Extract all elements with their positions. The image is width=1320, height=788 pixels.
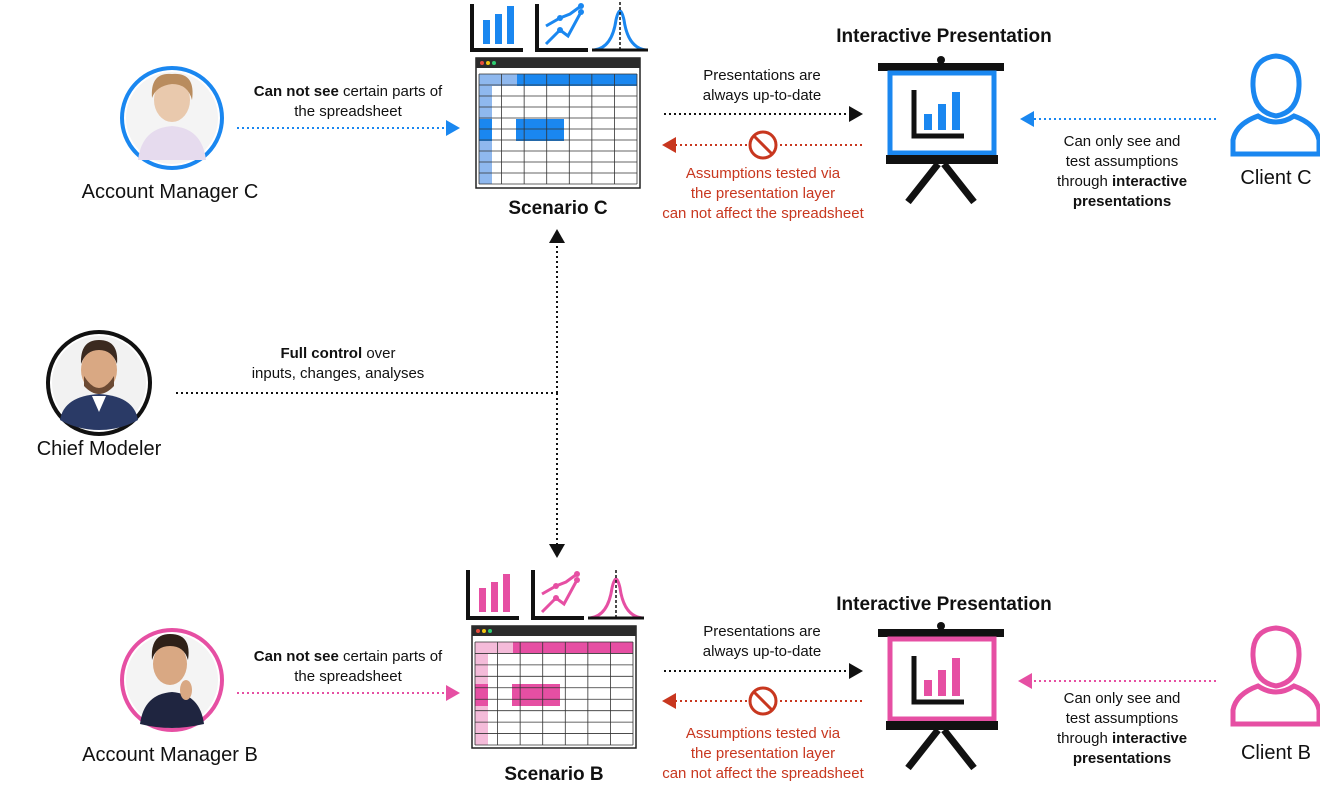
client-b-line3b: interactive	[1112, 730, 1188, 747]
uptodate-c-line1: Presentations are	[703, 67, 821, 84]
access-note-c-rest: certain parts of	[342, 83, 443, 100]
access-note-c-line2: the spreadsheet	[294, 103, 402, 120]
chief-control-line2: inputs, changes, analyses	[251, 365, 425, 382]
chief-control-note: Full control over inputs, changes, analy…	[228, 344, 448, 384]
line-chart-icon	[535, 3, 588, 52]
assume-b-line2: the presentation layer	[690, 745, 836, 762]
bell-curve-icon	[588, 570, 644, 620]
client-c-line2: test assumptions	[1065, 153, 1179, 170]
assumption-note-b: Assumptions tested via the presentation …	[640, 724, 886, 784]
client-c-line3a: through	[1056, 173, 1108, 190]
bar-chart-icon	[470, 4, 523, 52]
bar-chart-icon	[466, 570, 519, 620]
client-c-note: Can only see and test assumptions throug…	[1030, 132, 1214, 212]
presentation-board-icon	[878, 56, 1004, 205]
chief-control-bold: Full control	[280, 345, 363, 362]
client-b-label: Client B	[1240, 742, 1312, 764]
presentation-b-title: Interactive Presentation	[836, 594, 1052, 615]
no-entry-icon	[748, 130, 778, 160]
bell-curve-icon	[592, 2, 648, 52]
no-entry-icon	[748, 686, 778, 716]
assume-c-line3: can not affect the spreadsheet	[662, 205, 864, 222]
line-chart-icon	[531, 570, 584, 620]
client-c-line1: Can only see and	[1063, 133, 1181, 150]
assumption-note-c: Assumptions tested via the presentation …	[640, 164, 886, 224]
chief-modeler-label: Chief Modeler	[36, 438, 162, 460]
assume-c-line1: Assumptions tested via	[685, 165, 841, 182]
account-manager-b-label: Account Manager B	[82, 744, 258, 766]
client-b-line3a: through	[1056, 730, 1108, 747]
avatar-account-manager-b	[120, 628, 224, 732]
presentation-c-title: Interactive Presentation	[836, 26, 1052, 47]
client-c-label: Client C	[1240, 167, 1312, 189]
user-outline-icon	[1230, 625, 1320, 727]
access-note-b: Can not see certain parts of the spreads…	[236, 647, 460, 687]
client-b-line2: test assumptions	[1065, 710, 1179, 727]
uptodate-c-line2: always up-to-date	[702, 87, 822, 104]
access-note-c-bold: Can not see	[253, 83, 339, 100]
avatar-chief-modeler	[46, 330, 152, 436]
access-note-b-line2: the spreadsheet	[294, 668, 402, 685]
user-outline-icon	[1230, 53, 1320, 157]
client-b-line4: presentations	[1072, 750, 1172, 767]
scenario-c-label: Scenario C	[508, 198, 608, 219]
client-c-line4: presentations	[1072, 193, 1172, 210]
uptodate-note-b: Presentations are always up-to-date	[662, 622, 862, 662]
client-b-note: Can only see and test assumptions throug…	[1030, 689, 1214, 769]
presentation-board-icon	[878, 622, 1004, 771]
client-c-line3b: interactive	[1112, 173, 1188, 190]
assume-b-line1: Assumptions tested via	[685, 725, 841, 742]
spreadsheet-icon	[471, 625, 637, 749]
chief-control-rest: over	[366, 345, 396, 362]
uptodate-b-line1: Presentations are	[703, 623, 821, 640]
client-b-line1: Can only see and	[1063, 690, 1181, 707]
assume-b-line3: can not affect the spreadsheet	[662, 765, 864, 782]
uptodate-note-c: Presentations are always up-to-date	[662, 66, 862, 106]
uptodate-b-line2: always up-to-date	[702, 643, 822, 660]
spreadsheet-icon	[475, 57, 641, 189]
account-manager-c-label: Account Manager C	[81, 181, 259, 203]
access-note-b-rest: certain parts of	[342, 648, 443, 665]
avatar-account-manager-c	[120, 66, 224, 170]
access-note-b-bold: Can not see	[253, 648, 339, 665]
access-note-c: Can not see certain parts of the spreads…	[236, 82, 460, 122]
assume-c-line2: the presentation layer	[690, 185, 836, 202]
scenario-b-label: Scenario B	[504, 764, 604, 785]
